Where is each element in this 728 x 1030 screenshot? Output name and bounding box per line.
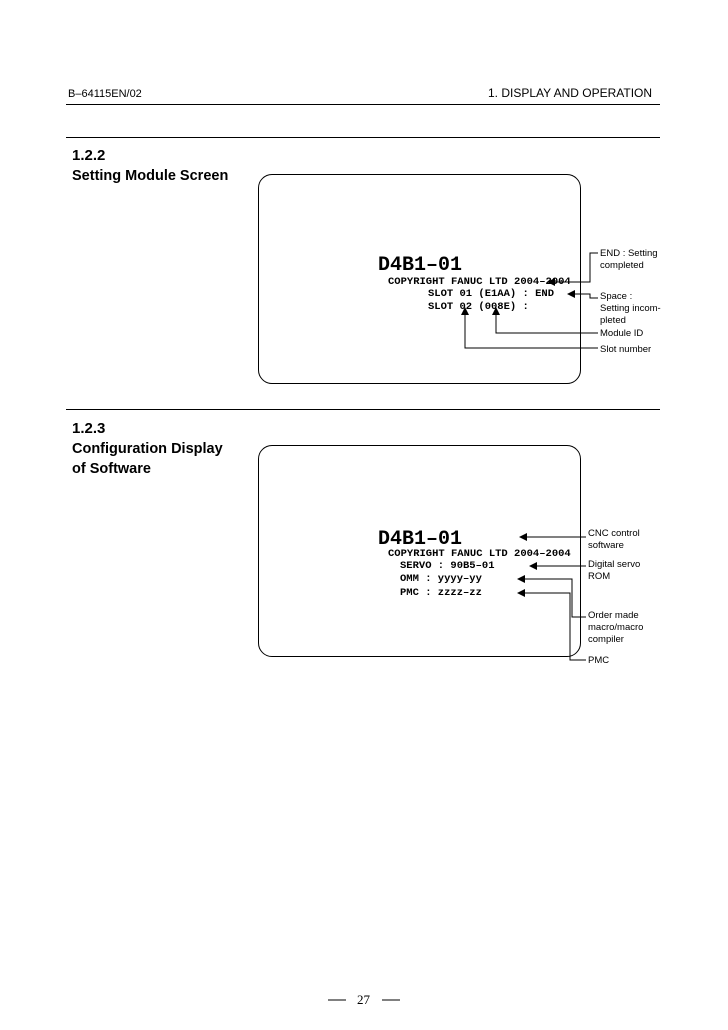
copyright-line: COPYRIGHT FANUC LTD 2004–2004 — [388, 276, 571, 288]
section-rule-2 — [66, 409, 660, 410]
cnc-software-id: D4B1–01 — [378, 528, 463, 551]
end-arrow — [547, 252, 598, 286]
annotation-slot-number: Slot number — [600, 344, 652, 355]
omm-line: OMM : yyyy–yy — [400, 573, 482, 585]
annotation-module-id: Module ID — [600, 328, 644, 339]
chapter-title: 1. DISPLAY AND OPERATION — [488, 86, 653, 100]
annotation-space: Space : Setting incom- pleted — [600, 291, 661, 326]
annotation-digital-servo: Digital servo ROM — [588, 559, 641, 582]
section-number-1-2-2: 1.2.2 — [72, 147, 106, 164]
slot-number-arrow — [461, 307, 598, 349]
module-id-arrow — [492, 307, 598, 334]
annotation-end: END : Setting completed — [600, 248, 658, 271]
slot-01-line: SLOT 01 (E1AA) : END — [428, 288, 555, 300]
annotation-cnc-control: CNC control software — [588, 528, 640, 551]
header-rule — [66, 104, 660, 105]
space-arrow — [567, 290, 598, 299]
pmc-arrow — [517, 589, 586, 661]
doc-id: B–64115EN/02 — [68, 88, 142, 100]
copyright-line-2: COPYRIGHT FANUC LTD 2004–2004 — [388, 548, 571, 560]
setting-module-screen — [258, 174, 581, 384]
page-number: 27 — [357, 992, 370, 1007]
pmc-line: PMC : zzzz–zz — [400, 587, 482, 599]
section-number-1-2-3: 1.2.3 — [72, 420, 106, 437]
omm-arrow — [517, 575, 586, 618]
annotation-order-made: Order made macro/macro compiler — [588, 610, 644, 645]
section-title-configuration-display: Configuration Display of Software — [72, 441, 223, 477]
configuration-display-screen — [258, 445, 581, 657]
section-title-setting-module: Setting Module Screen — [72, 168, 229, 184]
annotation-pmc: PMC — [588, 655, 610, 666]
servo-line: SERVO : 90B5–01 — [400, 560, 495, 572]
software-id: D4B1–01 — [378, 254, 463, 277]
section-rule-1 — [66, 137, 660, 138]
